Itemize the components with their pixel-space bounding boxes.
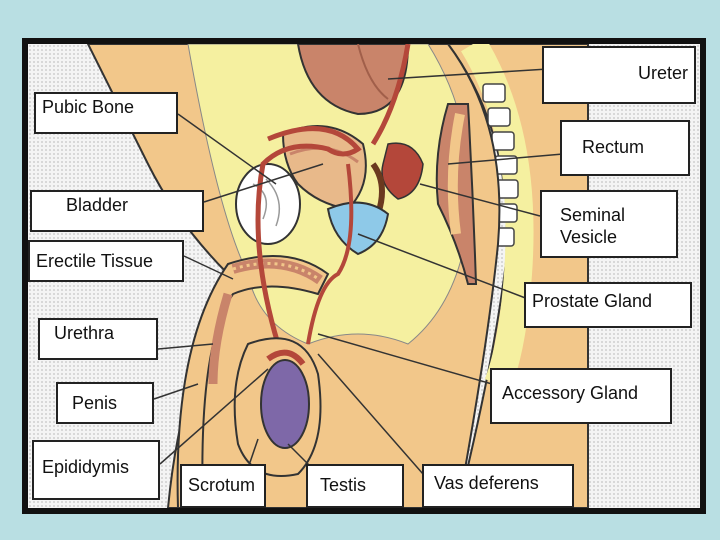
label-seminal-vesicle: Seminal Vesicle xyxy=(540,190,678,258)
label-pubic-bone: Pubic Bone xyxy=(34,92,178,134)
label-ureter: Ureter xyxy=(542,46,696,104)
prostate-shape xyxy=(326,201,390,256)
label-testis: Testis xyxy=(306,464,404,508)
intestine xyxy=(296,44,410,116)
label-epididymis: Epididymis xyxy=(32,440,160,500)
label-prostate-gland: Prostate Gland xyxy=(524,282,692,328)
erectile-tissue-shape xyxy=(231,258,323,285)
anatomy-diagram: Ureter Pubic Bone Rectum Bladder Seminal… xyxy=(28,44,700,508)
label-accessory-gland: Accessory Gland xyxy=(490,368,672,424)
epididymis-shape xyxy=(266,349,306,366)
leader-lines xyxy=(153,68,564,475)
testis-shape xyxy=(260,359,310,449)
ureter-shape xyxy=(370,44,411,146)
label-vas-deferens: Vas deferens xyxy=(422,464,574,508)
label-erectile-tissue: Erectile Tissue xyxy=(28,240,184,282)
label-rectum: Rectum xyxy=(560,120,690,176)
label-scrotum: Scrotum xyxy=(180,464,266,508)
label-bladder: Bladder xyxy=(30,190,204,232)
pubic-bone-shape xyxy=(235,163,301,245)
label-penis: Penis xyxy=(56,382,154,424)
vas-deferens-shape xyxy=(255,126,362,345)
label-urethra: Urethra xyxy=(38,318,158,360)
anatomy-illustration xyxy=(86,44,589,508)
